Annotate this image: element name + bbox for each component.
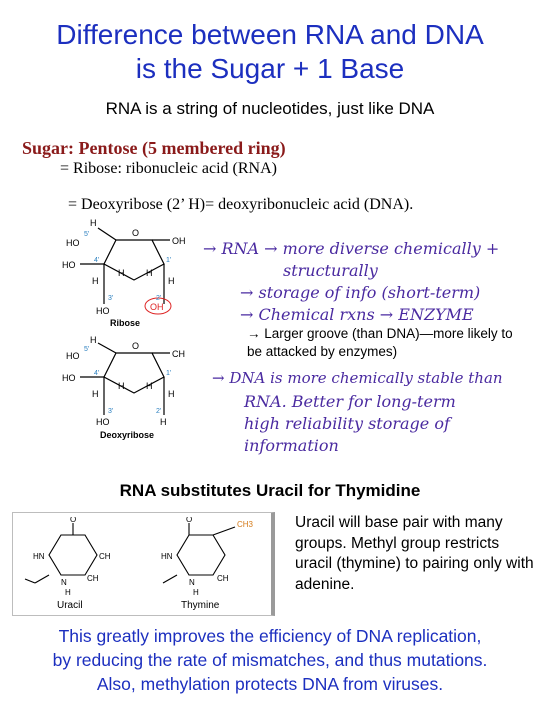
svg-text:HO: HO bbox=[96, 417, 110, 427]
deoxyribose-label: Deoxyribose bbox=[100, 430, 155, 440]
svg-text:H: H bbox=[168, 389, 175, 399]
uracil-label: Uracil bbox=[57, 600, 83, 611]
svg-text:H: H bbox=[92, 389, 99, 399]
base-structures-box: O HN CH CH N H Uracil O CH3 HN CH N H Th… bbox=[12, 512, 275, 616]
page-title: Difference between RNA and DNA is the Su… bbox=[0, 18, 540, 86]
svg-text:H: H bbox=[160, 417, 167, 427]
svg-text:5': 5' bbox=[84, 346, 89, 353]
svg-text:H: H bbox=[65, 588, 71, 597]
svg-text:H: H bbox=[90, 218, 97, 228]
conclusion-line-3: Also, methylation protects DNA from viru… bbox=[96, 674, 444, 694]
handwriting-rna-1: → RNA → more diverse chemically + bbox=[203, 239, 500, 258]
svg-text:CH: CH bbox=[172, 349, 185, 359]
subtitle: RNA is a string of nucleotides, just lik… bbox=[105, 99, 435, 118]
svg-text:HO: HO bbox=[66, 238, 80, 248]
handwriting-dna-2: RNA. Better for long-term bbox=[244, 392, 456, 411]
handwriting-dna-3: high reliability storage of bbox=[244, 414, 450, 433]
svg-text:HN: HN bbox=[161, 552, 173, 561]
base-heading: RNA substitutes Uracil for Thymidine bbox=[119, 481, 421, 500]
sugar-heading: Sugar: Pentose (5 membered ring) bbox=[22, 138, 286, 158]
svg-text:OH: OH bbox=[150, 302, 164, 312]
svg-text:3': 3' bbox=[108, 408, 113, 415]
uracil-description: Uracil will base pair with many groups. … bbox=[295, 514, 534, 593]
svg-text:2': 2' bbox=[156, 295, 161, 302]
title-line-2: is the Sugar + 1 Base bbox=[135, 53, 405, 84]
svg-text:HO: HO bbox=[96, 306, 110, 316]
svg-text:O: O bbox=[132, 228, 139, 238]
svg-text:O: O bbox=[132, 341, 139, 351]
svg-text:HN: HN bbox=[33, 552, 45, 561]
svg-text:HO: HO bbox=[62, 260, 76, 270]
svg-text:H: H bbox=[193, 588, 199, 597]
groove-note: → Larger groove (than DNA)—more likely t… bbox=[247, 326, 513, 359]
ribose-structure: HO H O OH HO HO OH H H H H 5' 4' 1' 3' 2… bbox=[62, 218, 186, 316]
handwriting-dna-4: information bbox=[244, 436, 339, 455]
conclusion: This greatly improves the efficiency of … bbox=[0, 624, 540, 696]
title-line-1: Difference between RNA and DNA bbox=[56, 19, 484, 50]
ribose-line: = Ribose: ribonucleic acid (RNA) bbox=[60, 160, 277, 177]
uracil-structure: O HN CH CH N H bbox=[24, 517, 111, 597]
svg-text:H: H bbox=[92, 276, 99, 286]
svg-text:O: O bbox=[70, 517, 76, 524]
svg-text:4': 4' bbox=[94, 257, 99, 264]
deoxyribose-structure: HO H O CH HO HO H H H H H 5' 4' 1' 3' 2' bbox=[62, 335, 185, 427]
handwriting-rna-3: → storage of info (short-term) bbox=[240, 283, 481, 302]
svg-text:2': 2' bbox=[156, 408, 161, 415]
ribose-label: Ribose bbox=[110, 318, 141, 328]
svg-text:H: H bbox=[118, 381, 125, 391]
svg-text:CH: CH bbox=[99, 552, 111, 561]
svg-text:5': 5' bbox=[84, 231, 89, 238]
svg-text:OH: OH bbox=[172, 236, 186, 246]
svg-text:H: H bbox=[118, 268, 125, 278]
svg-text:CH: CH bbox=[217, 574, 229, 583]
conclusion-line-2: by reducing the rate of mismatches, and … bbox=[52, 650, 488, 670]
svg-text:N: N bbox=[189, 578, 195, 587]
svg-text:HO: HO bbox=[62, 373, 76, 383]
svg-text:O: O bbox=[186, 517, 192, 524]
svg-text:H: H bbox=[146, 381, 153, 391]
svg-text:3': 3' bbox=[108, 295, 113, 302]
svg-text:4': 4' bbox=[94, 370, 99, 377]
svg-text:CH: CH bbox=[87, 574, 99, 583]
thymine-structure: O CH3 HN CH N H bbox=[161, 517, 254, 597]
svg-text:H: H bbox=[146, 268, 153, 278]
svg-text:H: H bbox=[90, 335, 97, 345]
svg-text:N: N bbox=[61, 578, 67, 587]
svg-text:CH3: CH3 bbox=[237, 520, 254, 529]
svg-text:1': 1' bbox=[166, 257, 171, 264]
thymine-label: Thymine bbox=[181, 600, 220, 611]
deoxyribose-line: = Deoxyribose (2’ H)= deoxyribonucleic a… bbox=[68, 196, 414, 213]
handwriting-dna-1: → DNA is more chemically stable than bbox=[212, 369, 503, 387]
svg-text:H: H bbox=[168, 276, 175, 286]
svg-text:HO: HO bbox=[66, 351, 80, 361]
svg-text:1': 1' bbox=[166, 370, 171, 377]
handwriting-rna-4: → Chemical rxns → ENZYME bbox=[240, 305, 474, 324]
handwriting-rna-2: structurally bbox=[283, 261, 378, 280]
conclusion-line-1: This greatly improves the efficiency of … bbox=[58, 626, 482, 646]
